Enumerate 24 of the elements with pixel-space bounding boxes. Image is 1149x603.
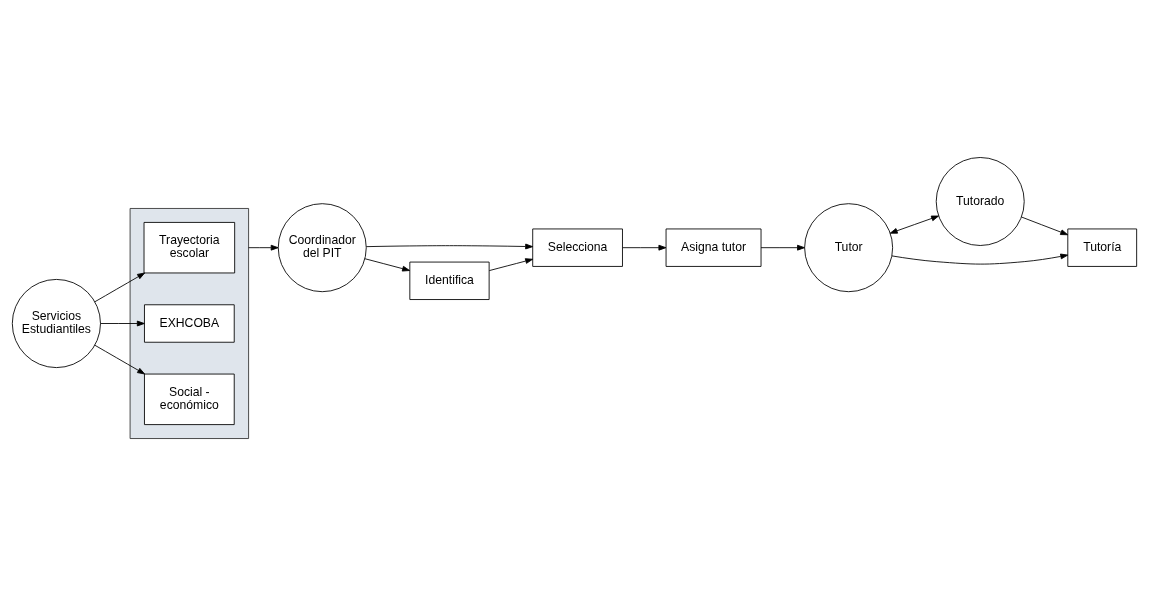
node-circle: Tutorado xyxy=(935,157,1025,246)
node-box: EXHCOBA xyxy=(144,304,235,343)
arrow xyxy=(94,344,146,375)
arrow xyxy=(622,244,667,251)
node-box: Trayectoria escolar xyxy=(143,221,236,274)
arrow xyxy=(1021,216,1069,236)
arrow xyxy=(100,320,145,327)
arrow xyxy=(760,244,805,251)
arrow xyxy=(891,253,1069,265)
arrow xyxy=(365,243,534,250)
node-circle: Coordinador del PIT xyxy=(277,203,367,293)
arrow xyxy=(364,258,410,272)
node-box: Identifica xyxy=(409,261,490,300)
node-box: Tutoría xyxy=(1067,228,1138,267)
arrow xyxy=(488,258,534,272)
node-box: Asigna tutor xyxy=(665,228,762,267)
node-box: Selecciona xyxy=(532,228,623,267)
node-box: Social - económico xyxy=(144,373,235,426)
node-circle: Servicios Estudiantiles xyxy=(11,278,101,369)
arrow xyxy=(889,215,939,234)
arrow xyxy=(94,272,146,303)
arrow xyxy=(248,244,279,251)
node-circle: Tutor xyxy=(804,203,894,293)
cluster xyxy=(129,208,250,439)
